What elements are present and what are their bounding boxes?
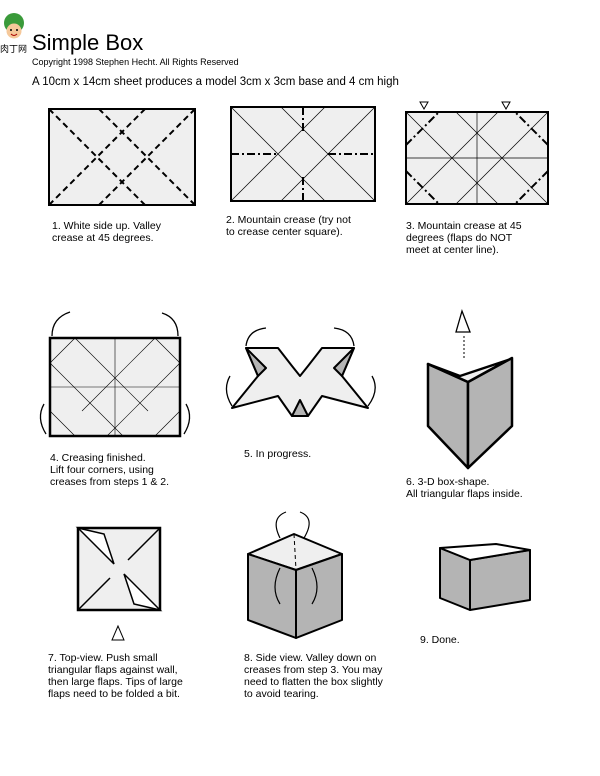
- step-3-caption: 3. Mountain crease at 45 degrees (flaps …: [406, 220, 522, 256]
- step-1-caption: 1. White side up. Valley crease at 45 de…: [52, 220, 161, 244]
- step-2-caption: 2. Mountain crease (try not to crease ce…: [226, 214, 351, 238]
- page-title: Simple Box: [32, 30, 144, 55]
- step-5-caption: 5. In progress.: [244, 448, 312, 460]
- step-4-diagram: [39, 311, 191, 438]
- step-9-caption: 9. Done.: [420, 634, 460, 646]
- step-5-diagram: [225, 327, 376, 417]
- step-6-diagram: [426, 308, 514, 470]
- copyright: Copyright 1998 Stephen Hecht. All Rights…: [32, 57, 239, 67]
- step-6-caption: 6. 3-D box-shape. All triangular flaps i…: [406, 476, 523, 500]
- model-description: A 10cm x 14cm sheet produces a model 3cm…: [32, 76, 399, 88]
- watermark-logo: 肉丁网: [0, 13, 27, 54]
- svg-text:肉丁网: 肉丁网: [0, 43, 27, 54]
- step-9-diagram: [439, 543, 531, 611]
- step-4-caption: 4. Creasing finished. Lift four corners,…: [50, 452, 170, 488]
- step-8-caption: 8. Side view. Valley down on creases fro…: [244, 652, 383, 700]
- step-2-diagram: [230, 106, 376, 202]
- step-1-diagram: [48, 108, 196, 206]
- step-3-diagram: [405, 101, 549, 205]
- step-7-caption: 7. Top-view. Push small triangular flaps…: [48, 652, 183, 700]
- step-8-diagram: [247, 511, 343, 639]
- step-7-diagram: [75, 526, 163, 641]
